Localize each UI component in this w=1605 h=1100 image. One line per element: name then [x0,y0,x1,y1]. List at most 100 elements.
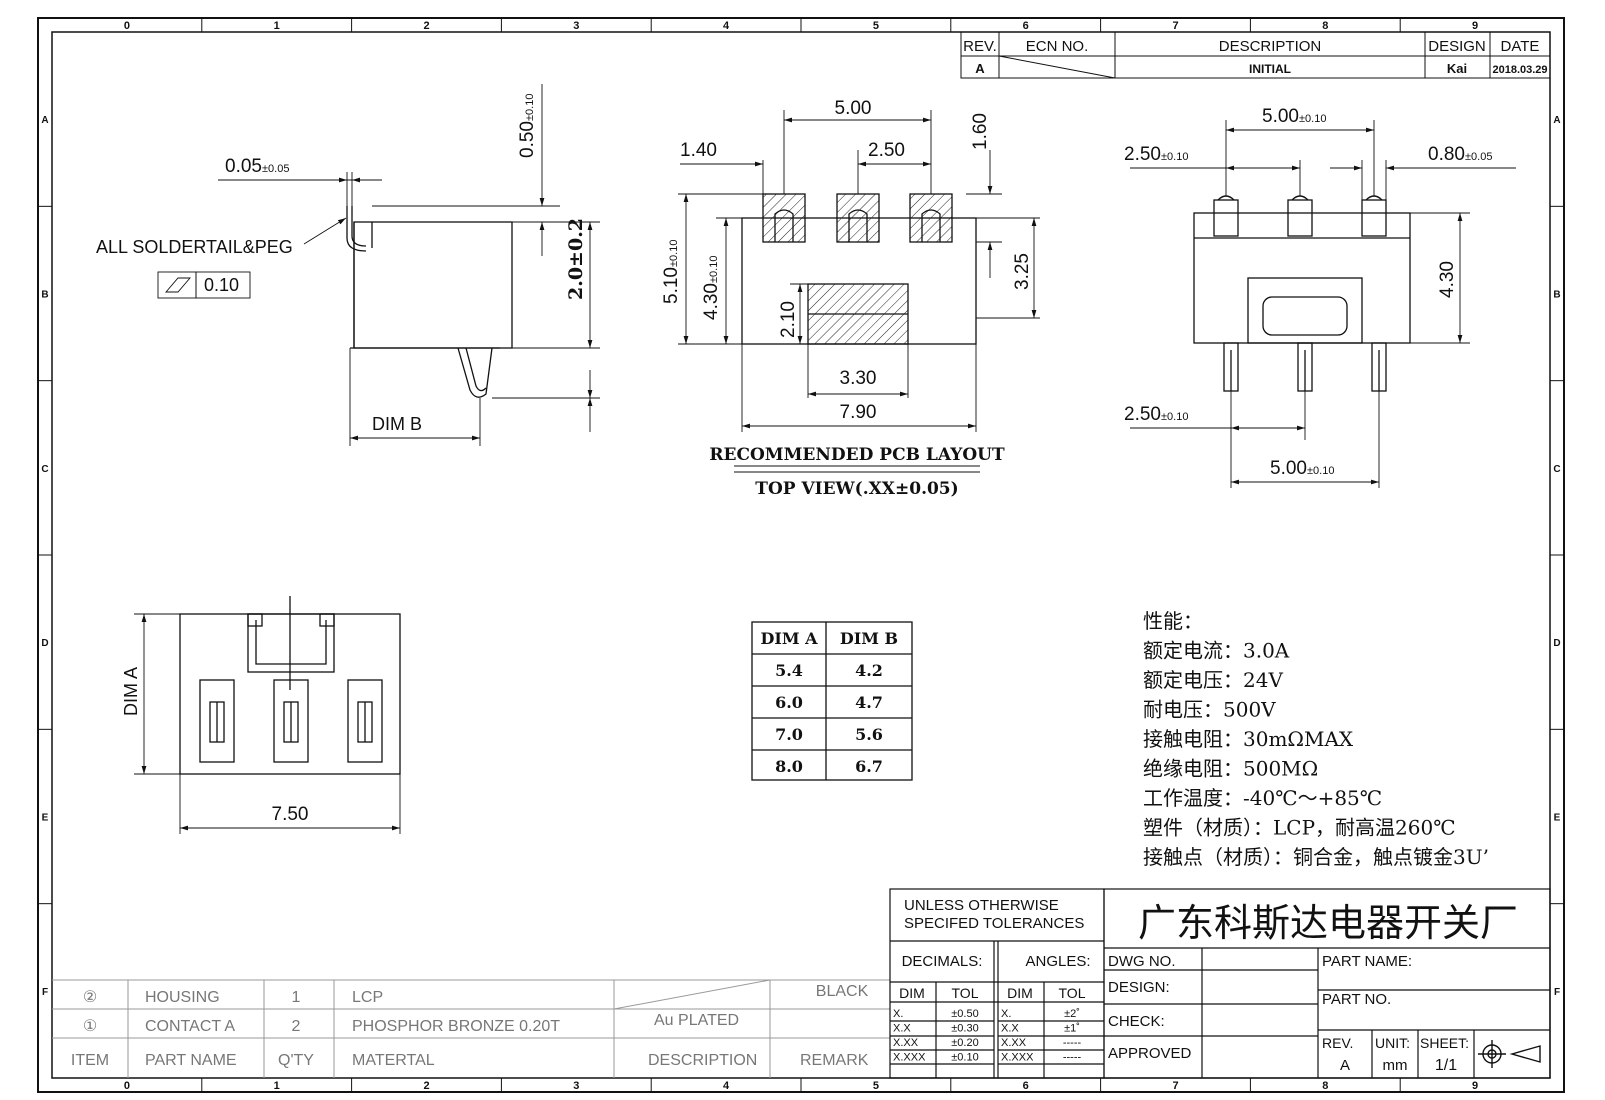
bom-material: LCP [352,989,383,1006]
decimals-label: DECIMALS: [902,953,983,970]
unit-label: UNIT: [1375,1035,1410,1051]
grid-column-label: 2 [423,20,429,32]
side-vertical-top-dim: 0.50±0.10 [517,94,538,158]
grid-row-label: F [1554,987,1560,998]
front-left-pitch-dim: 2.50±0.10 [1124,144,1188,165]
angle-tol: ----- [1063,1037,1082,1049]
bom-item: ① [83,1018,97,1035]
angle-tol: ±1˚ [1064,1023,1080,1035]
spec-line: 耐电压：500V [1143,698,1276,722]
decimal-tol: ±0.30 [951,1023,978,1035]
grid-row-label: A [1553,115,1560,126]
bom-description: Au PLATED [654,1012,739,1029]
rev-value: A [975,61,985,76]
company-name: 广东科斯达电器开关厂 [1138,901,1518,945]
grid-row-label: D [41,638,48,649]
decimal-dim: X.X [893,1023,911,1035]
dim-table [751,621,913,781]
design-value: Kai [1447,61,1467,76]
unit-value: mm [1383,1057,1408,1074]
pcb-pad-to-pad-dim: 3.25 [1012,253,1033,290]
spec-line: 性能： [1143,609,1203,633]
dwg-no-label: DWG NO. [1108,953,1176,970]
pcb-layout-caption: RECOMMENDED PCB LAYOUT [709,445,1005,465]
description-value: INITIAL [1249,62,1291,76]
grid-column-label: 4 [723,20,730,32]
grid-column-label: 5 [873,1080,879,1092]
decimal-tol: ±0.50 [951,1008,978,1020]
bom-part-name: CONTACT A [145,1018,235,1035]
bom-header-item: ITEM [71,1052,109,1069]
spec-line: 工作温度：-40℃～+85℃ [1143,786,1382,810]
sheet-label: SHEET: [1420,1035,1469,1051]
dim-table-cell: 4.2 [855,661,883,680]
design-header: DESIGN [1428,38,1486,55]
tolerance-heading-1: UNLESS OTHERWISE [904,897,1059,914]
front-bottom-pitch-dim: 2.50±0.10 [1124,404,1188,425]
grid-row-label: E [42,813,49,824]
angle-tol: ----- [1063,1052,1082,1064]
bom-part-name: HOUSING [145,989,220,1006]
tolerance-rows: X.±0.50X.X±0.30X.XX±0.20X.XXX±0.10X.±2˚X… [893,1008,1081,1064]
grid-row-label: A [41,115,48,126]
pcb-center-pad-height-dim: 2.10 [778,301,799,338]
bom-header-description: DESCRIPTION [648,1052,757,1069]
title-block [1103,888,1551,1079]
grid-row-label: E [1554,813,1561,824]
dim-table-header: DIM B [840,629,898,648]
dim-table-cell: 6.0 [775,693,803,712]
bom-header-qty: Q'TY [278,1052,314,1069]
angle-dim: X. [1001,1008,1011,1020]
bottom-view-dims [134,613,401,834]
angle-dim: X.XXX [1001,1052,1034,1064]
pcb-layout-dims [678,110,1040,473]
angle-dim: X.X [1001,1023,1019,1035]
spec-line: 接触点（材质）：铜合金，触点镀金3U’ [1143,845,1489,869]
part-no-label: PART NO. [1322,991,1391,1008]
spec-line: 额定电流：3.0A [1143,639,1290,663]
description-header: DESCRIPTION [1219,38,1322,55]
grid-column-label: 1 [274,20,280,32]
side-view [346,206,513,398]
grid-column-label: 0 [124,20,130,32]
part-name-label: PART NAME: [1322,953,1412,970]
front-height-dim: 4.30 [1437,261,1458,298]
projection-symbol-icon [1478,1040,1541,1068]
grid-column-label: 6 [1023,20,1029,32]
decimal-tol: ±0.20 [951,1037,978,1049]
angle-dim: X.XX [1001,1037,1027,1049]
grid-column-label: 8 [1322,1080,1328,1092]
grid-column-label: 9 [1472,1080,1478,1092]
spec-line: 接触电阻：30mΩMAX [1143,727,1354,751]
angle-tol: ±2˚ [1064,1008,1080,1020]
pcb-pad-height-dim: 1.60 [970,113,991,150]
bom-qty: 1 [292,989,301,1006]
side-height-dim: 2.0±0.2 [565,218,587,300]
grid-column-label: 3 [573,20,579,32]
pcb-overall-width-dim: 7.90 [840,402,877,423]
date-header: DATE [1501,38,1540,55]
specifications: 性能：额定电流：3.0A额定电压：24V耐电压：500V接触电阻：30mΩMAX… [1143,609,1489,869]
dim-table-cell: 7.0 [775,725,803,744]
front-view [1193,195,1411,392]
tolerance-block [889,888,1105,1079]
pcb-body-height-dim: 4.30±0.10 [701,256,722,320]
pcb-layout-view [741,193,977,345]
grid-column-label: 3 [573,1080,579,1092]
grid-column-label: 7 [1172,1080,1178,1092]
decimal-dim: X.XX [893,1037,919,1049]
design-label: DESIGN: [1108,979,1170,996]
bom-header-remark: REMARK [800,1052,869,1069]
pcb-overall-height-dim: 5.10±0.10 [661,240,682,304]
grid-row-label: C [1553,464,1560,475]
grid-column-label: 4 [723,1080,730,1092]
side-top-offset-dim: 0.05±0.05 [225,156,289,177]
angles-tol-header: TOL [1059,985,1086,1001]
pcb-pitch-dim: 2.50 [868,140,905,161]
bom-header-material: MATERTAL [352,1052,435,1069]
check-label: CHECK: [1108,1013,1165,1030]
